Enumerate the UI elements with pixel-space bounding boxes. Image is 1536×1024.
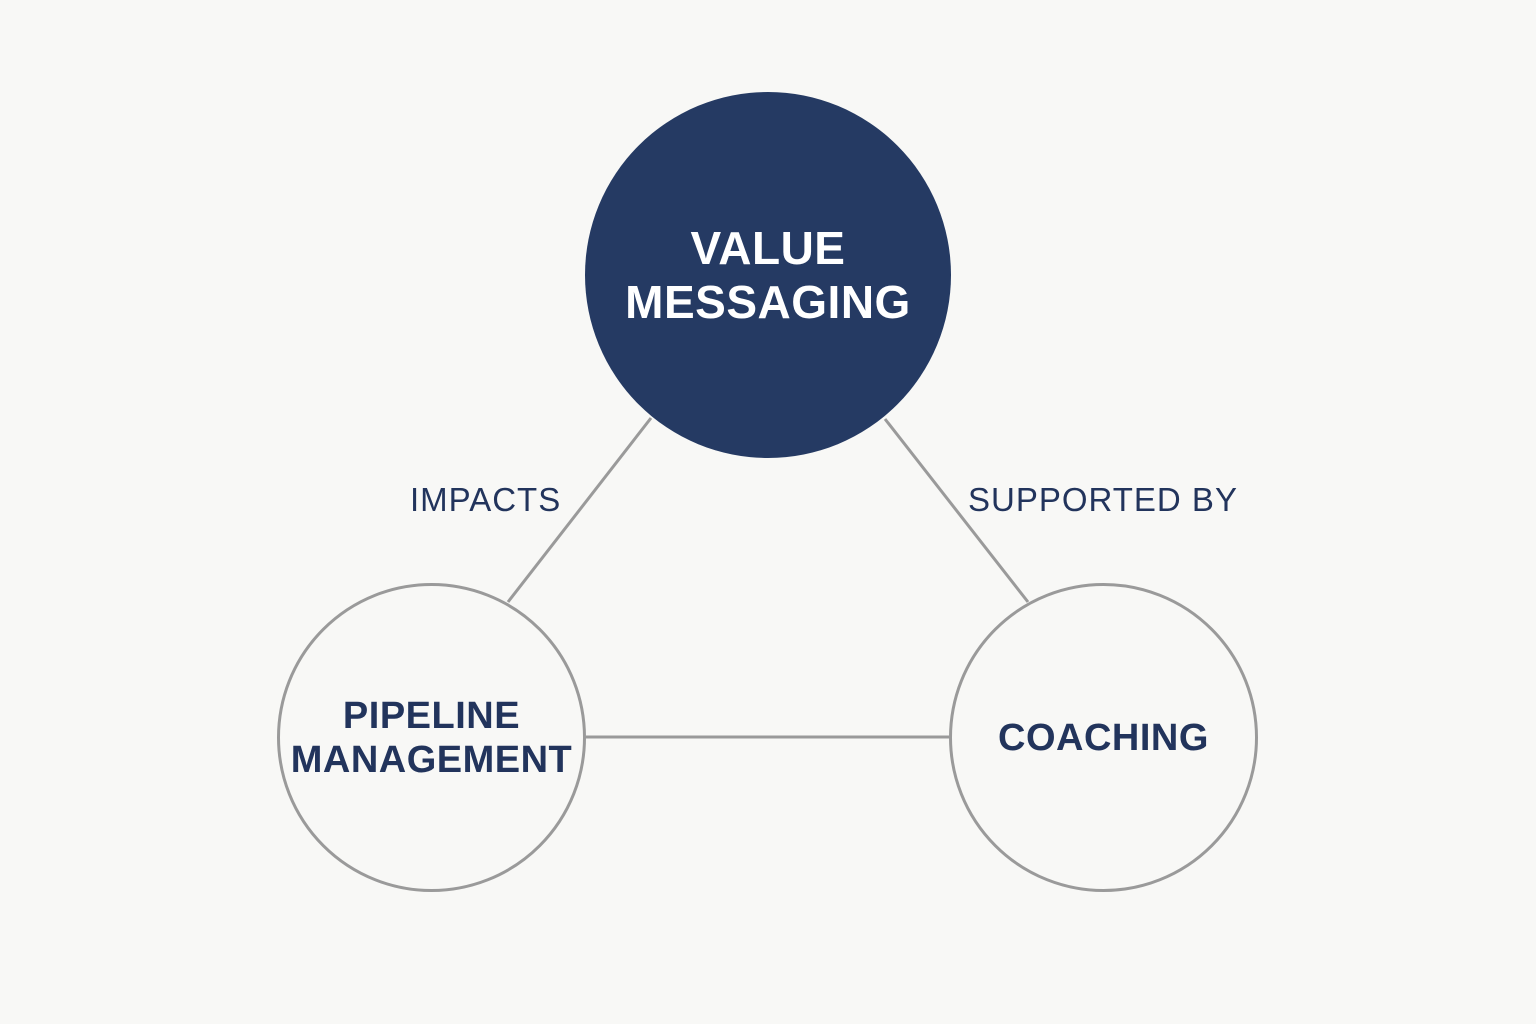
coaching-node: COACHING	[949, 583, 1258, 892]
coaching-label: COACHING	[998, 716, 1209, 759]
connector-main-to-pipeline	[506, 417, 653, 603]
value-messaging-label-line1: VALUE	[690, 222, 846, 274]
pipeline-management-node: PIPELINE MANAGEMENT	[277, 583, 586, 892]
pipeline-management-label-line2: MANAGEMENT	[290, 738, 573, 781]
pipeline-management-label-line1: PIPELINE	[342, 694, 521, 737]
connector-main-to-coaching	[883, 418, 1030, 603]
value-messaging-label-line2: MESSAGING	[625, 276, 911, 328]
impacts-edge-label: IMPACTS	[410, 481, 562, 518]
value-messaging-node: VALUE MESSAGING	[585, 92, 951, 458]
supported-by-edge-label: SUPPORTED BY	[968, 481, 1238, 518]
